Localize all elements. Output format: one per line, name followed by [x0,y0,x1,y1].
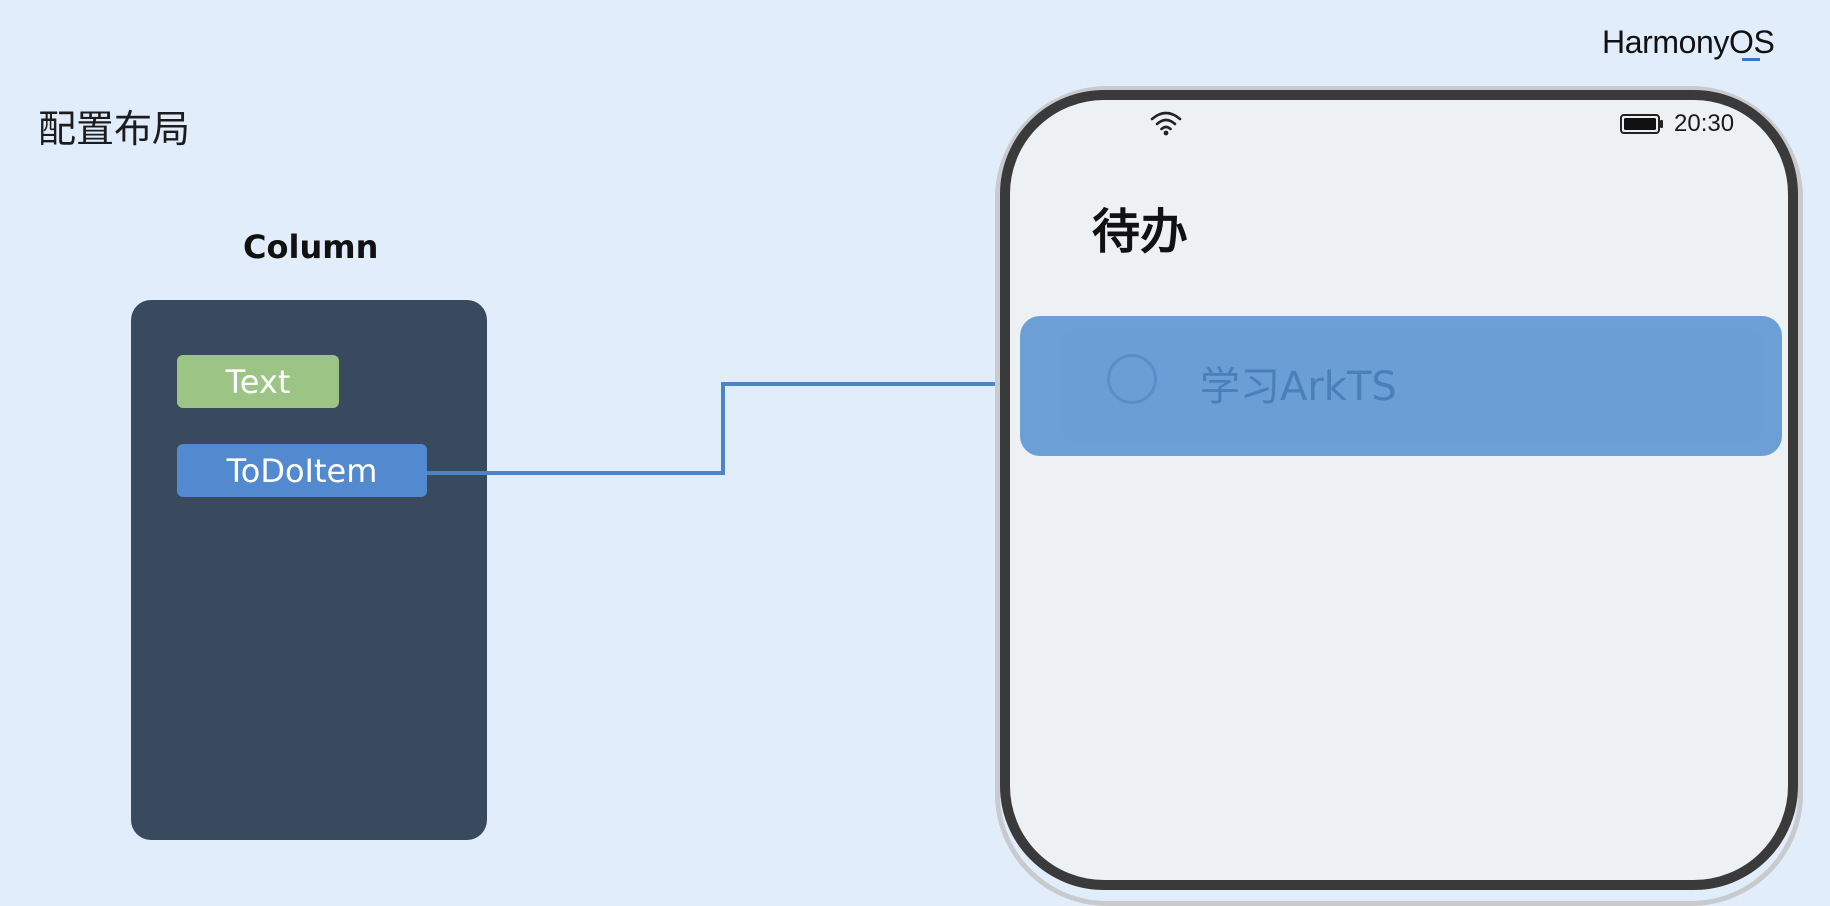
todo-checkbox-icon[interactable] [1107,354,1157,404]
wifi-icon [1150,111,1182,136]
brand-name: HarmonyOS [1602,24,1775,60]
app-title: 待办 [1092,204,1189,260]
connector-line [427,382,1014,475]
status-time: 20:30 [1674,110,1735,137]
brand-logo: HarmonyOS [1602,24,1786,64]
text-component-chip: Text [177,355,339,408]
page-title: 配置布局 [38,107,191,151]
todo-item-row[interactable]: 学习ArkTS [1020,316,1782,456]
todo-item-card [1062,328,1762,444]
battery-icon [1620,114,1663,134]
column-title: Column [243,228,379,266]
status-bar: 20:30 [1010,100,1788,156]
todoitem-component-chip: ToDoItem [177,444,427,497]
phone-screen: 20:30 待办 学习ArkTS [1000,90,1798,890]
brand-underline [1742,58,1760,61]
todo-item-label: 学习ArkTS [1200,364,1397,410]
